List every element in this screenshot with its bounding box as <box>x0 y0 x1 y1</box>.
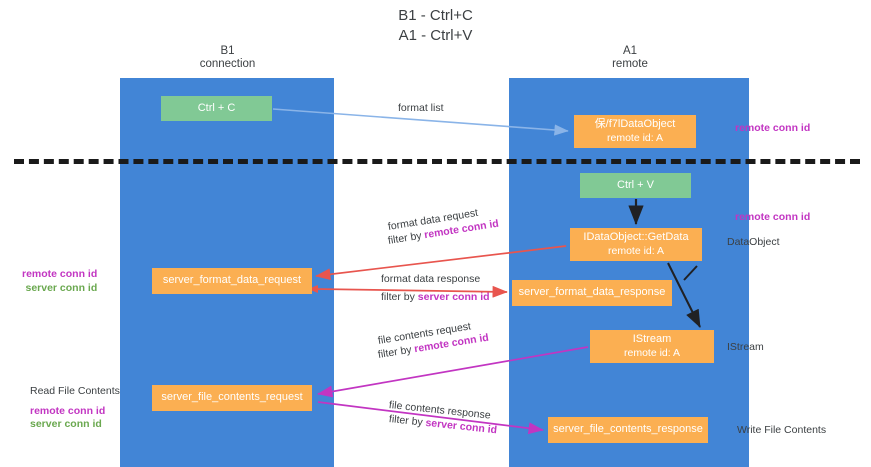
filter-prefix: filter by <box>388 413 427 429</box>
node-server-format-data-response[interactable]: server_format_data_response <box>512 280 672 306</box>
node-ctrl-v[interactable]: Ctrl + V <box>580 173 691 198</box>
edge-label-file-contents-response: file contents response filter by server … <box>388 398 497 436</box>
node-getdata-label: IDataObject::GetData <box>583 231 689 243</box>
node-server-file-contents-response-label: server_file_contents_response <box>553 423 703 436</box>
node-server-format-data-request-label: server_format_data_request <box>162 274 302 287</box>
lane-header-a1: A1 remote <box>555 45 705 71</box>
edge-label-format-list-text: format list <box>398 102 444 114</box>
annotation-right-istream: IStream <box>727 341 764 355</box>
annotation-left-conn-ids: remote conn id server conn id <box>22 268 97 295</box>
annotation-right-dataobject: DataObject <box>727 236 780 250</box>
title-line-2: A1 - Ctrl+V <box>398 27 473 44</box>
edge-label-format-list: format list <box>398 101 444 115</box>
node-idataobject[interactable]: 保/f7lDataObject remote id: A <box>574 115 696 148</box>
filter-prefix: filter by <box>381 291 418 303</box>
annotation-left-remote-conn-id: remote conn id <box>22 268 98 280</box>
node-server-format-data-request[interactable]: server_format_data_request <box>152 268 312 294</box>
node-server-file-contents-request[interactable]: server_file_contents_request <box>152 385 312 411</box>
title-line-1: B1 - Ctrl+C <box>398 7 473 24</box>
diagram-title: B1 - Ctrl+C A1 - Ctrl+V <box>0 6 871 46</box>
node-server-file-contents-request-label: server_file_contents_request <box>161 391 303 404</box>
node-server-format-data-response-label: server_format_data_response <box>518 286 666 299</box>
annotation-right-remote-conn-id-2: remote conn id <box>735 211 810 225</box>
node-istream[interactable]: IStream remote id: A <box>590 330 714 363</box>
annotation-text: DataObject <box>727 236 780 248</box>
annotation-left-read-file-contents: Read File Contents remote conn id server… <box>30 385 120 432</box>
node-server-file-contents-response[interactable]: server_file_contents_response <box>548 417 708 443</box>
annotation-left-read-file-contents-title: Read File Contents <box>30 385 120 397</box>
lane-header-a1-name: A1 <box>622 45 638 57</box>
node-idataobject-label: 保/f7lDataObject <box>594 118 676 130</box>
node-getdata[interactable]: IDataObject::GetData remote id: A <box>570 228 702 261</box>
edge-label-file-contents-request: file contents request filter by remote c… <box>377 320 490 362</box>
edge-label-format-data-response-text: format data response <box>381 273 481 285</box>
annotation-left-remote-conn-id-2: remote conn id <box>30 404 106 417</box>
node-getdata-sub: remote id: A <box>607 244 665 257</box>
annotation-text: Write File Contents <box>737 424 827 436</box>
annotation-left-server-conn-id-2: server conn id <box>30 418 102 430</box>
edge-label-format-data-response: format data response filter by server co… <box>381 272 490 304</box>
annotation-left-server-conn-id: server conn id <box>25 281 98 294</box>
edge-label-format-data-request: format data request filter by remote con… <box>387 207 500 248</box>
node-idataobject-sub: remote id: A <box>606 131 664 144</box>
annotation-right-write-file-contents: Write File Contents <box>737 424 826 438</box>
node-ctrl-c[interactable]: Ctrl + C <box>161 96 272 121</box>
edge-label-format-data-response-filter: filter by server conn id <box>381 290 490 304</box>
annotation-text: IStream <box>727 341 764 353</box>
lane-header-b1: B1 connection <box>155 45 300 71</box>
annotation-text: remote conn id <box>735 211 811 223</box>
annotation-text: remote conn id <box>735 122 811 134</box>
node-istream-sub: remote id: A <box>623 346 681 359</box>
node-istream-label: IStream <box>632 333 672 345</box>
annotation-right-remote-conn-id-1: remote conn id <box>735 122 810 136</box>
lane-header-b1-role: connection <box>199 58 256 70</box>
node-ctrl-c-label: Ctrl + C <box>197 101 236 114</box>
lane-header-b1-name: B1 <box>220 45 235 57</box>
lane-header-a1-role: remote <box>612 58 648 70</box>
node-ctrl-v-label: Ctrl + V <box>617 178 654 191</box>
filter-key-server-conn-id: server conn id <box>417 291 490 303</box>
phase-divider <box>14 159 860 164</box>
